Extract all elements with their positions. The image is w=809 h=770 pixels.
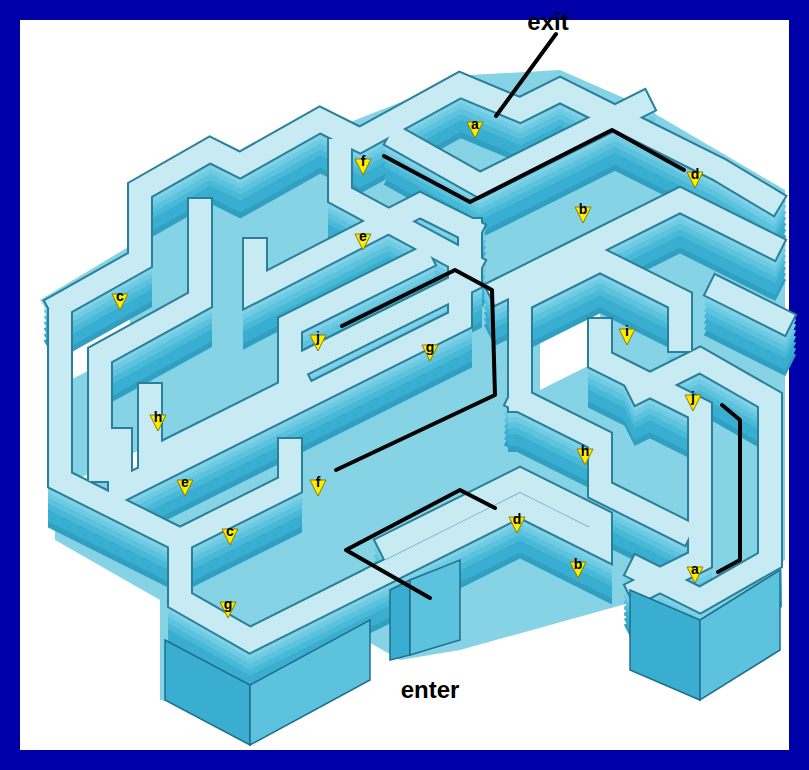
marker-letter: c — [116, 289, 124, 303]
teleport-line — [718, 405, 740, 572]
maze-floor — [40, 70, 785, 720]
marker-letter: d — [691, 167, 700, 181]
teleport-line — [346, 490, 495, 598]
front-blocks — [165, 560, 780, 745]
marker-letter: f — [361, 154, 366, 168]
wall-tops — [60, 85, 780, 640]
marker-letter: b — [574, 557, 583, 571]
marker-letter: a — [691, 562, 699, 576]
marker-letter: c — [226, 524, 234, 538]
marker-letter: e — [359, 229, 367, 243]
frame — [0, 0, 809, 20]
marker-letter: h — [581, 444, 590, 458]
entry-label: enter — [401, 678, 460, 702]
marker-triangles — [112, 122, 703, 618]
white-ground — [20, 20, 789, 750]
marker-letter: b — [579, 202, 588, 216]
leader-line — [496, 34, 556, 116]
teleport-line — [384, 130, 684, 202]
marker-letter: f — [316, 475, 321, 489]
marker-letter: j — [691, 390, 695, 404]
marker-letter: i — [625, 324, 629, 338]
marker-letter: d — [513, 512, 522, 526]
marker-letter: a — [471, 117, 479, 131]
marker-letter: g — [426, 340, 435, 354]
teleport-line — [336, 270, 495, 470]
marker-letter: h — [154, 410, 163, 424]
marker-letter: j — [316, 330, 320, 344]
entry-label: exit — [527, 10, 568, 34]
marker-letter: e — [181, 475, 189, 489]
marker-letter: g — [224, 597, 233, 611]
teleport-lines — [336, 34, 740, 598]
